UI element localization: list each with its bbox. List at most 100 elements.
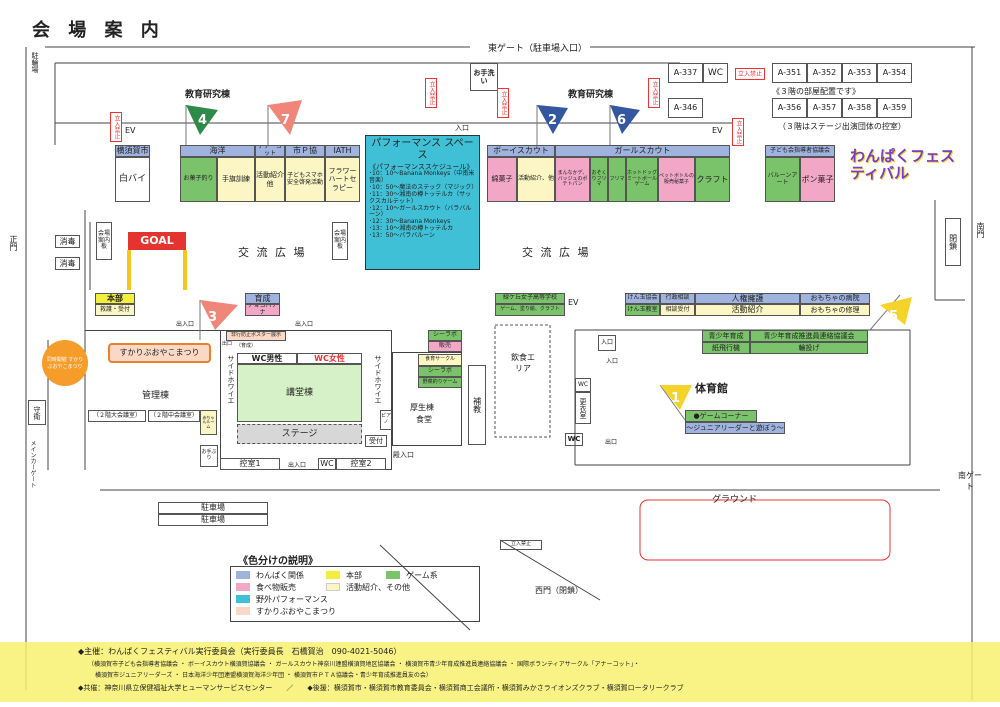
booth-wataame: 綿菓子 xyxy=(487,157,517,202)
lecture-building: 講堂棟 xyxy=(237,364,362,422)
legend-title: 《色分けの説明》 xyxy=(238,556,318,567)
piano: ピアノ xyxy=(380,410,392,430)
plaza-right: 交 流 広 場 xyxy=(522,246,591,259)
legend-box xyxy=(230,566,480,622)
disinfect-2: 消毒 xyxy=(55,257,80,270)
booth-header-pta: 市Ｐ協 xyxy=(285,145,325,157)
stage: ステージ xyxy=(237,424,362,444)
room-1: 控室1 xyxy=(220,458,280,470)
flag-6-label: 6 xyxy=(617,113,626,128)
guard-box: 守衛 xyxy=(28,400,46,425)
floor3-label: 《３階の部屋配置です》 xyxy=(772,87,860,96)
paper-plane: 紙飛行機 xyxy=(702,342,750,354)
gym-building: 体育館 xyxy=(695,382,728,395)
booth-header-boyscout: ボーイスカウト xyxy=(487,145,555,157)
food-circle: 食育サークル xyxy=(418,354,462,366)
schedule-item-3: ･11：30～湘南の樽トッテルカ（サックスカルテット） xyxy=(369,190,472,205)
booth-balloon: バルーンアート xyxy=(765,157,800,202)
bike-parking-label: 駐輪場 xyxy=(31,52,39,73)
flag-2-label: 2 xyxy=(548,113,557,128)
mgmt-outline xyxy=(85,330,220,470)
welfare-outline xyxy=(392,352,462,446)
room-2: 控室2 xyxy=(336,458,386,470)
booth-header-iath: IATH xyxy=(325,145,360,157)
booth-osokuri: おそくりフリマ xyxy=(590,157,608,202)
flag-2: 2 xyxy=(536,105,568,145)
booth-flower: フラワーハートセラピー xyxy=(325,157,360,202)
kendama-class: けん玉教室 xyxy=(625,304,660,316)
seishonen-header: 青少年育成 xyxy=(702,330,750,342)
info-board-1: 会場案内板 xyxy=(96,222,112,260)
top-entrance: 入口 xyxy=(455,124,469,132)
mgmt-building: 管理棟 xyxy=(142,391,170,401)
legend-swatch-food xyxy=(236,583,250,591)
no-entry-top1: 立入禁止 xyxy=(425,78,437,108)
mgmt-room-2: （２階中会議室） xyxy=(148,410,200,422)
schedule-heading: 《パフォーマンススケジュール》 xyxy=(369,163,474,171)
schedule-item-5: ･12：30～Banana Monkeys xyxy=(369,218,451,226)
edu-building-2: 教育研究棟 xyxy=(568,90,614,100)
room-a337: A-337 xyxy=(668,63,703,83)
welfare-dining: 食堂 xyxy=(416,415,432,424)
disinfect-1: 消毒 xyxy=(55,235,80,248)
west-gate: 西門（閉鎖） xyxy=(535,586,583,595)
booth-ponkashi: ポン菓子 xyxy=(800,157,835,202)
page-title: 会 場 案 内 xyxy=(32,20,165,41)
flag-1: 1 xyxy=(659,384,692,421)
flag-7: 7 xyxy=(267,100,302,145)
midori-header: 緑ケ丘女子高等学校 xyxy=(495,293,565,304)
room-a351: A-351 xyxy=(772,63,807,83)
oteburi: お手ぶり xyxy=(200,445,218,467)
flag-7-label: 7 xyxy=(281,113,290,128)
sukaripu-box: すかりぶおやこまつり xyxy=(108,343,211,363)
ikusei-header: 育成 xyxy=(245,293,280,304)
legend-perf: 野外パフォーマンス xyxy=(256,595,328,604)
info-board-2: 会場案内板 xyxy=(332,222,348,260)
booth-header-anacot: アナーコット xyxy=(255,145,285,157)
booth-smartphone: 子どもスマホ安全啓発活動 xyxy=(285,157,325,202)
toy-header: おもちゃの病院 xyxy=(800,293,870,304)
jinken-booth: 活動紹介 xyxy=(695,304,800,316)
schedule-item-2: ･10：50～魔法のステック（マジック） xyxy=(369,183,478,191)
sukaripu-badge: 同時開催 すかりぶおやこまつり xyxy=(42,340,88,386)
booth-potato: まんなかデ、バッジュのポテトパン xyxy=(555,157,590,202)
flag-5-label: 5 xyxy=(889,309,898,324)
inkou-2: 出入口 xyxy=(295,321,314,328)
lecture-inkou: 出入口 xyxy=(288,462,307,469)
seishonen-council: 青少年育成推進員連絡協議会 xyxy=(750,330,868,342)
room-a354: A-354 xyxy=(877,63,912,83)
footer-organizer: ◆主催：わんぱくフェスティバル実行委員会（実行委員長 石橋賀治 090-4021… xyxy=(78,647,402,656)
welfare-building: 厚生棟 xyxy=(410,403,434,412)
annex: 補教 xyxy=(468,365,486,445)
sealab-header: シーラボ xyxy=(428,330,462,341)
booth-boyscout-info: 活動紹介、他 xyxy=(517,157,555,202)
sealab-2: シーラボ xyxy=(418,366,462,377)
yasai-game: 野菜釣りゲーム xyxy=(418,377,462,388)
ev-left: EV xyxy=(125,126,136,135)
junior-leader: ～ジュニアリーダーと遊ぼう～ xyxy=(685,422,785,434)
room-a357: A-357 xyxy=(807,98,842,118)
legend-swatch-hq xyxy=(326,571,340,579)
flag-6: 6 xyxy=(609,105,640,145)
jinken-header: 人権擁護 xyxy=(695,293,800,304)
gym-in: 入口 xyxy=(606,358,619,365)
schedule-item-1: ･10：10～Banana Monkeys（中南米音楽） xyxy=(369,170,475,184)
legend-game: ゲーム系 xyxy=(406,571,438,580)
gyosei-header: 行政相談 xyxy=(660,293,695,304)
game-corner: ●ゲームコーナー xyxy=(685,410,757,422)
main-car-gate: メインカーゲート xyxy=(29,440,36,488)
booth-tebata: 手旗訓練 xyxy=(217,157,255,202)
performance-title: パフォーマンス スペース xyxy=(371,138,474,161)
schedule-item-4: ･12：10～ガールスカウト（バラバルーン） xyxy=(369,204,472,219)
parking-2: 駐車場 xyxy=(158,514,268,526)
gym-wc: WC xyxy=(575,378,591,392)
legend-swatch-perf xyxy=(236,595,250,603)
ring-toss: 輪投げ xyxy=(750,342,868,354)
schedule-item-7: ･13：50～バラバルーン xyxy=(369,232,435,240)
side-foyer-left: サイドホワイエ xyxy=(227,355,235,404)
wc-small: WC xyxy=(318,458,336,470)
main-gate-label: 正門 xyxy=(9,235,18,251)
parking-1: 駐車場 xyxy=(158,502,268,514)
legend-activity: 活動紹介、その他 xyxy=(346,583,410,592)
booth-header-kaiyo: 海洋 xyxy=(180,145,255,157)
